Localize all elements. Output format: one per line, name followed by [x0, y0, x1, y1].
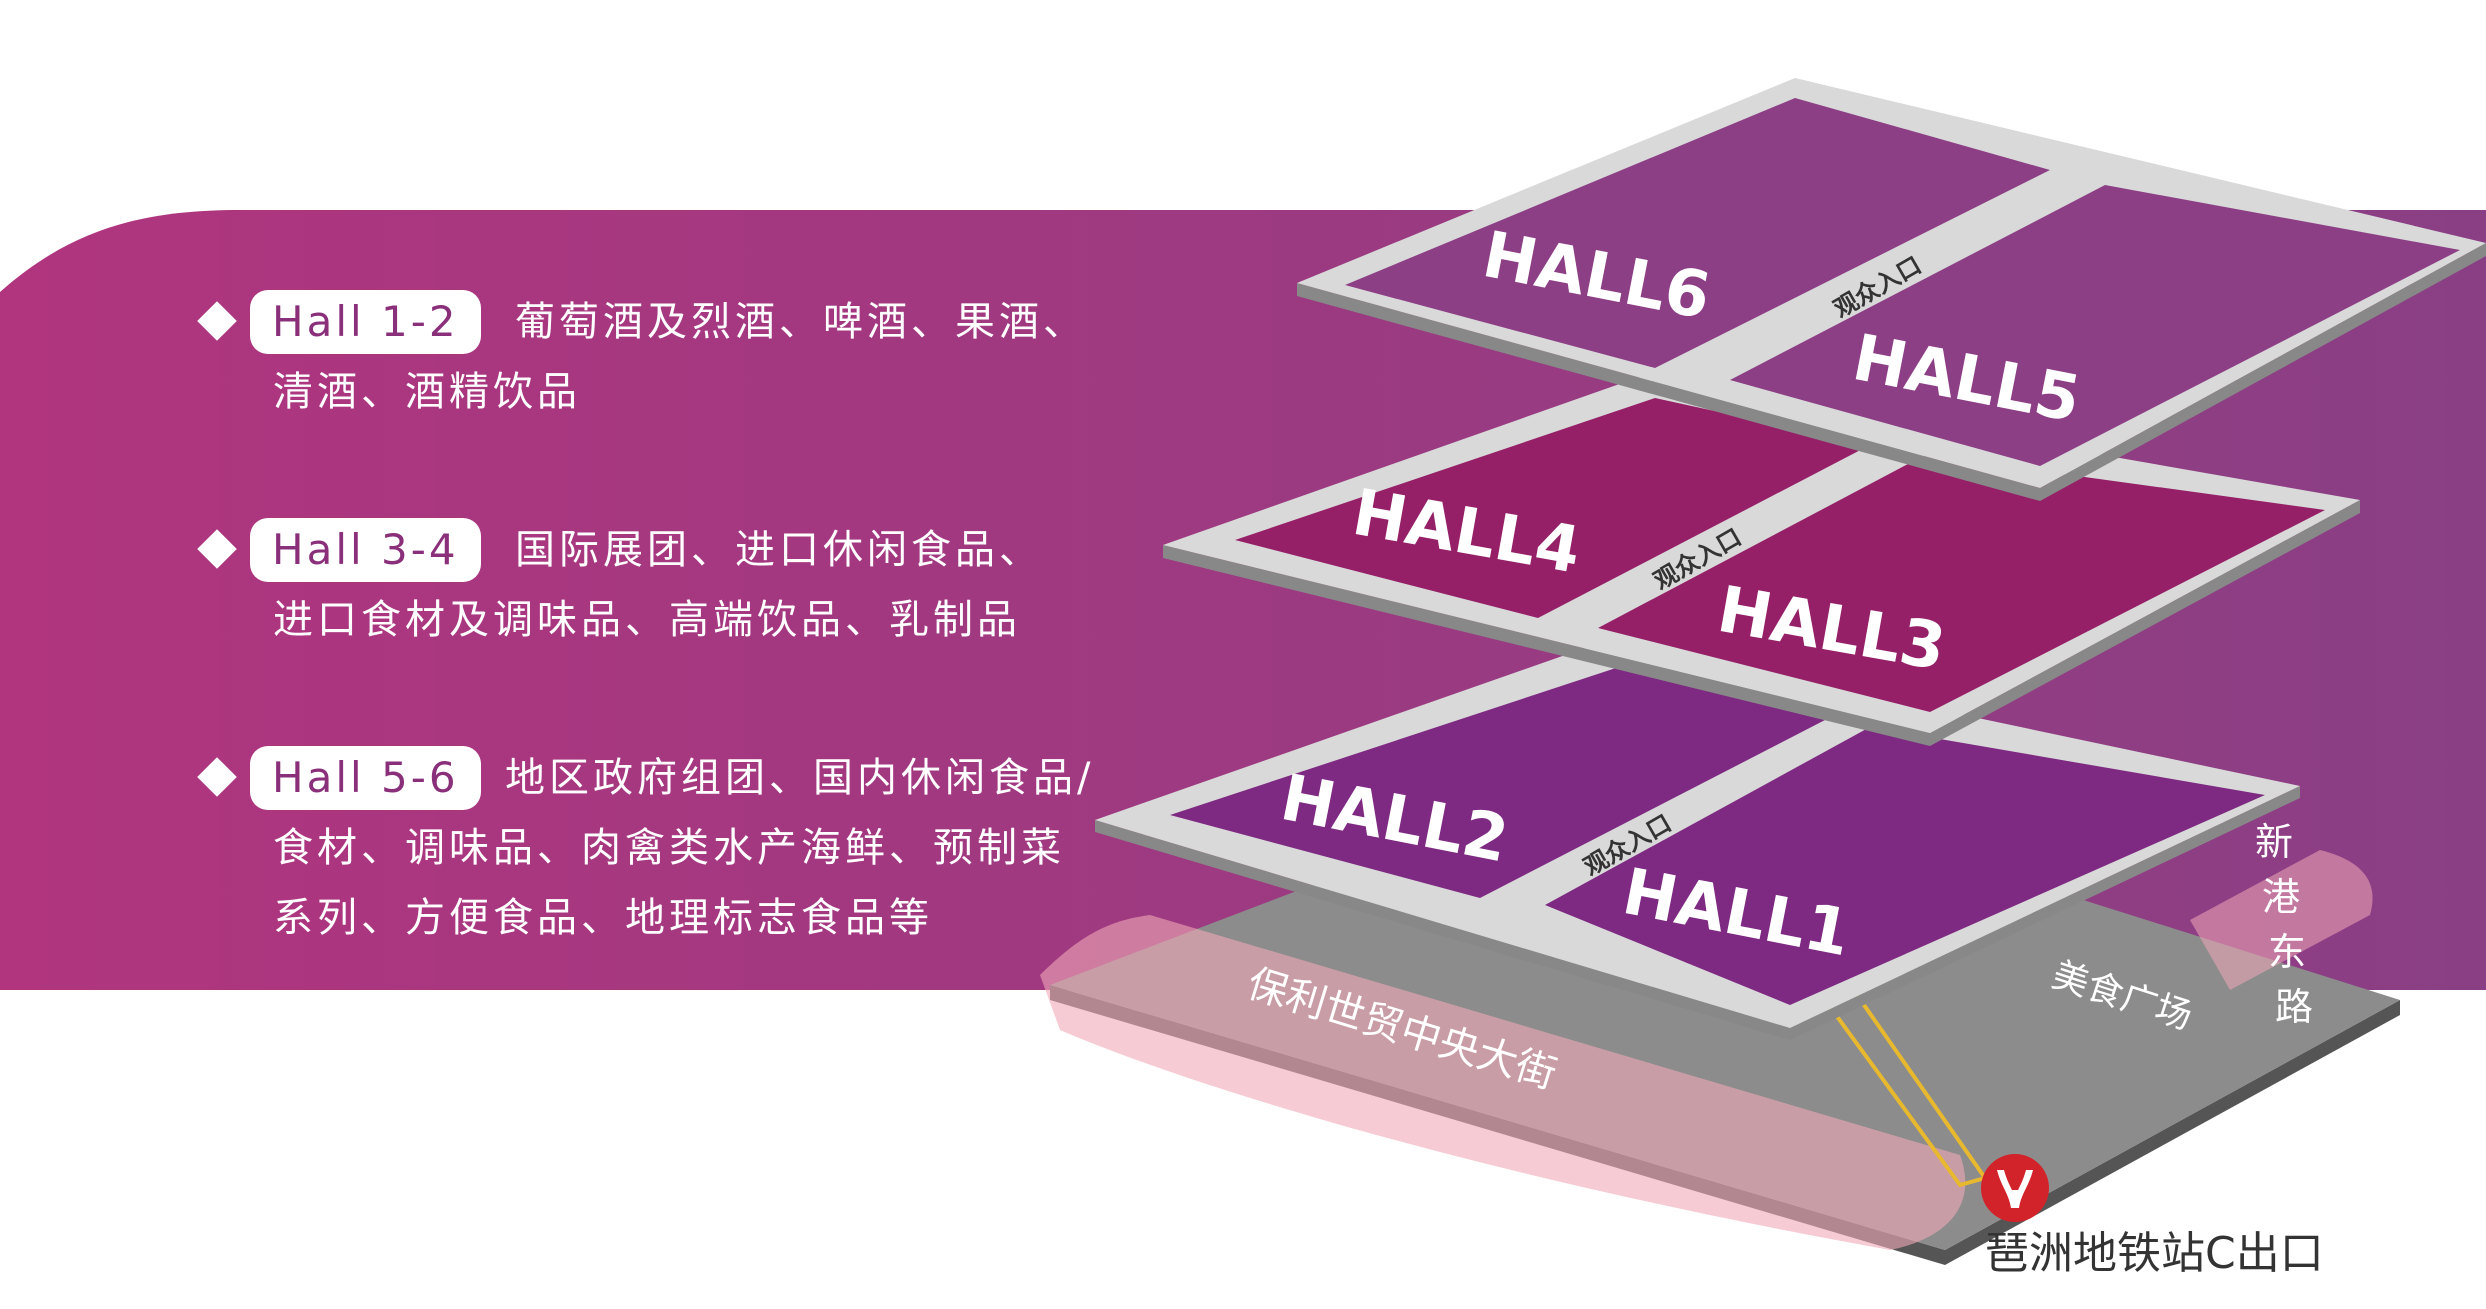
road-label-char: 港 — [2262, 875, 2300, 919]
hall-category-text-cont: 食材、调味品、肉禽类水产海鲜、预制菜 系列、方便食品、地理标志食品等 — [273, 813, 1223, 953]
hall-tag: Hall 3-4 — [250, 518, 481, 582]
category-line: 进口食材及调味品、高端饮品、乳制品 — [273, 597, 1021, 643]
road-label: 新 港 东 路 — [2255, 820, 2318, 1029]
category-line: 清酒、酒精饮品 — [273, 369, 581, 415]
metro-exit-label: 琶洲地铁站C出口 — [1985, 1228, 2324, 1279]
hall1-floor — [1545, 727, 2265, 1005]
hall6-floor — [1345, 98, 2050, 368]
road-label-char: 东 — [2268, 930, 2306, 974]
hall-category-text-cont: 清酒、酒精饮品 — [273, 357, 1223, 427]
hall-category-text: 葡萄酒及烈酒、啤酒、果酒、 — [515, 287, 1295, 357]
category-line: 地区政府组团、国内休闲食品/ — [505, 755, 1095, 801]
metro-logo-icon — [1981, 1154, 2049, 1222]
hall-category-text-cont: 进口食材及调味品、高端饮品、乳制品 — [273, 585, 1223, 655]
road-label-char: 新 — [2255, 820, 2293, 864]
level-hall34: HALL4 HALL3 观众入口 — [1163, 375, 2360, 746]
category-line: 国际展团、进口休闲食品、 — [515, 527, 1043, 573]
hall-tag: Hall 5-6 — [250, 746, 481, 810]
level-side — [1297, 243, 2486, 501]
hall2-floor — [1170, 665, 1825, 898]
category-line: 葡萄酒及烈酒、啤酒、果酒、 — [515, 299, 1087, 345]
level-hall56: HALL6 HALL5 观众入口 — [1297, 78, 2486, 501]
hall-category-text: 国际展团、进口休闲食品、 — [515, 515, 1295, 585]
road-label-char: 路 — [2275, 985, 2313, 1029]
street-highlight — [1040, 915, 1966, 1250]
hall4-floor — [1235, 398, 1870, 618]
level-side — [1163, 500, 2360, 746]
hall-tag: Hall 1-2 — [250, 290, 481, 354]
street-highlight-east — [2190, 850, 2373, 990]
category-line: 食材、调味品、肉禽类水产海鲜、预制菜 — [273, 825, 1065, 871]
category-line: 系列、方便食品、地理标志食品等 — [273, 895, 933, 941]
hall5-floor — [1730, 185, 2460, 466]
level-hall12: HALL2 HALL1 观众入口 — [1095, 640, 2300, 1040]
hall3-floor — [1598, 455, 2325, 712]
ground-side — [1050, 985, 2400, 1265]
hall-category-text: 地区政府组团、国内休闲食品/ — [505, 743, 1305, 813]
